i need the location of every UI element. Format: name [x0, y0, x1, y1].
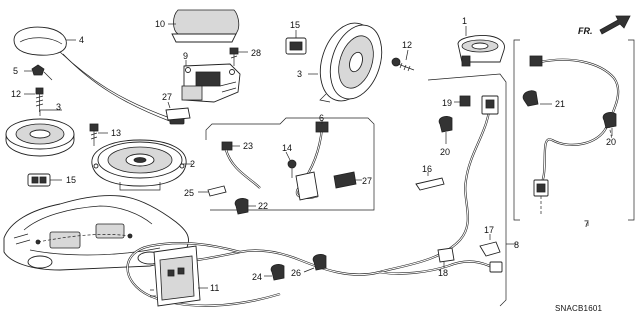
bolt-12-right [391, 57, 415, 72]
callout-11: 11 [210, 283, 219, 293]
callout-7: 7 [584, 219, 589, 229]
clip-16 [415, 177, 445, 191]
unit-9 [181, 63, 241, 103]
callout-21: 21 [555, 99, 565, 109]
callout-6: 6 [319, 113, 324, 123]
callout-15-left: 15 [66, 175, 76, 185]
callout-14: 14 [282, 143, 292, 153]
callout-4: 4 [79, 35, 84, 45]
callout-22: 22 [258, 201, 268, 211]
vehicle-body-sketch [3, 195, 189, 271]
clip-25 [207, 185, 227, 197]
harness-7 [513, 39, 635, 221]
callout-12-left: 12 [11, 89, 21, 99]
callout-3-right: 3 [297, 69, 302, 79]
callout-27-left: 27 [162, 92, 172, 102]
callout-23: 23 [243, 141, 253, 151]
callout-9: 9 [183, 51, 188, 61]
callout-25: 25 [184, 188, 194, 198]
bolt-12-left [35, 87, 44, 112]
clip-21 [522, 90, 539, 107]
screw-13 [89, 123, 99, 146]
callout-18: 18 [438, 268, 448, 278]
clip-26 [312, 254, 327, 271]
roof-antenna [13, 26, 185, 125]
callout-24: 24 [252, 272, 262, 282]
connector-19 [459, 95, 471, 107]
callout-20-right: 20 [606, 137, 616, 147]
clip-nut-5 [31, 64, 53, 81]
front-direction-arrow: FR. [578, 15, 631, 36]
front-direction-label: FR. [578, 26, 593, 36]
clip-20-right [602, 112, 617, 129]
clip-23 [221, 141, 261, 189]
speaker-3-left [5, 118, 75, 157]
cover-10 [171, 9, 240, 43]
clip-18 [437, 247, 455, 263]
pad-27-right [333, 171, 357, 189]
callout-12-right: 12 [402, 40, 412, 50]
callout-20-left: 20 [440, 147, 450, 157]
harness-8 [126, 73, 507, 307]
callout-16: 16 [422, 164, 432, 174]
callout-1: 1 [462, 16, 467, 26]
callout-17: 17 [484, 225, 494, 235]
pad-27-left [165, 107, 191, 121]
callout-15-top: 15 [290, 20, 300, 30]
callout-13: 13 [111, 128, 121, 138]
callout-28: 28 [251, 48, 261, 58]
clip-20-left [438, 116, 453, 133]
clip-22 [234, 198, 249, 215]
clip-24 [270, 264, 285, 281]
callout-26: 26 [291, 268, 301, 278]
unit-11 [150, 245, 201, 307]
speaker-3-right [319, 22, 383, 103]
callout-2: 2 [190, 159, 195, 169]
diagram-code: SNACB1601 [555, 304, 603, 313]
callout-19: 19 [442, 98, 452, 108]
callout-8: 8 [514, 240, 519, 250]
screw-28 [229, 47, 239, 66]
callout-5: 5 [13, 66, 18, 76]
speaker-2 [91, 139, 187, 191]
clip-15-left [27, 173, 51, 187]
harness-6 [205, 117, 375, 211]
screw-14 [287, 159, 297, 178]
clip-15-top [285, 37, 307, 55]
clip-17 [479, 241, 501, 257]
callout-10: 10 [155, 19, 165, 29]
callout-27-right: 27 [362, 176, 372, 186]
callout-3-left: 3 [56, 102, 61, 112]
speaker-1 [457, 35, 505, 67]
